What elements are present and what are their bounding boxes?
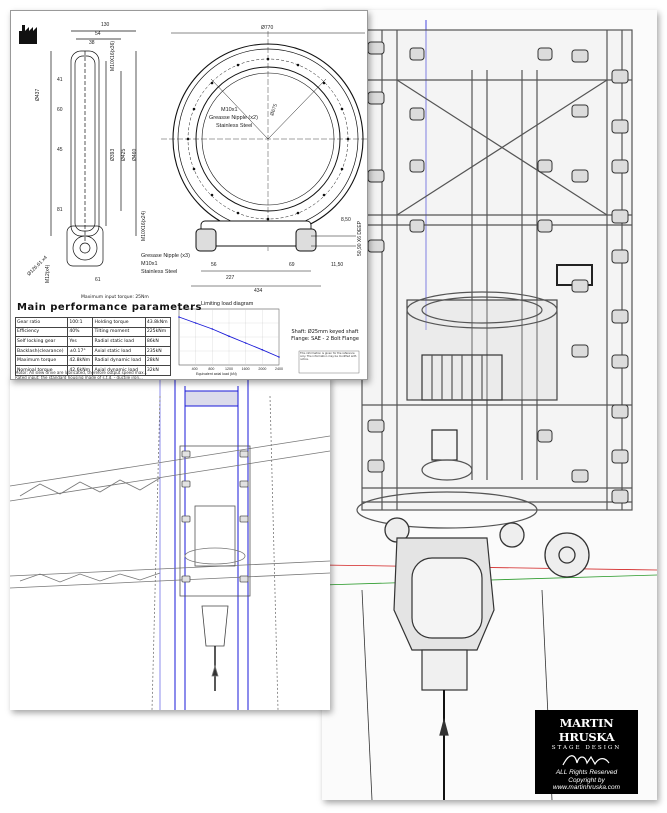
dim-left-4: 81 [57,207,63,213]
dim-left-0: Ø437 [35,89,41,101]
dim-mid-2: Ø425 [121,149,127,161]
chart-point [178,316,180,318]
dim-bottom-1: M12(x4) [45,264,51,283]
dim-bottom-6: 434 [254,288,263,294]
dim-bottom-8: 8,50 [341,217,351,223]
dim-bottom-4: 227 [226,275,235,281]
table-row: Backlash(clearance)±0.17°Axial static lo… [14,345,172,357]
truss-3d-render [10,376,330,710]
dim-left-2: 60 [57,107,63,113]
chart-point [194,322,197,324]
logo-name: MARTIN HRUSKA [558,716,615,744]
table-cell: 42.8kNm [67,355,94,366]
table-cell: Self locking gear [14,336,69,347]
side-note: This information is given for the refere… [300,352,357,362]
chart-tick-label: 800 [208,367,214,371]
dim-bottom-2: 61 [95,277,101,283]
dim-left-3: 45 [57,147,63,153]
table-cell: 40% [67,326,94,338]
chart-xlabel: Equivalent axial load (kN) [196,372,237,376]
table-cell: 28kN [144,355,172,366]
table-cell: 235kN [144,345,172,357]
limiting-load-chart: Limiting load diagram Equivalent axial l… [178,301,283,376]
table-cell: 225kNm [144,326,172,338]
dim-bottom-3: 56 [211,262,217,268]
table-cell: Radial static load [92,336,146,347]
table-cell: 43.8kNm [144,317,172,328]
studio-logo: MARTIN HRUSKA STAGE DESIGN ALL Rights Re… [535,710,638,794]
dim-bottom-9: 50,90 X6 DEEP [357,220,363,256]
logo-rights: ALL Rights Reserved [555,769,618,776]
outer-diameter: Ø770 [261,25,273,31]
bottom-callout-0: Gresase Nipple (x3) [141,253,190,259]
factory-icon [19,25,37,44]
dim-bottom-7: 11,50 [331,262,343,268]
center-callout-2: Stainless Steel [216,123,252,129]
chart-point [261,349,264,351]
center-callout-1: Greasse Nipple (x2) [209,115,258,121]
truss-tower-render [10,376,330,710]
table-cell: Gear ratio [14,317,69,328]
dim-bottom-5: 69 [289,262,295,268]
table-cell: Axial dynamic load [92,364,146,376]
dim-top-2: 38 [89,40,95,46]
table-cell: 100:1 [67,317,94,328]
technical-drawing-sheet: 130 54 38 Ø437 41 60 45 81 M10X16(x36) Ø… [10,10,368,380]
logo-copyright: Copyright by [568,776,605,784]
table-cell: Yes [67,336,94,347]
drawing-canvas: 130 54 38 Ø437 41 60 45 81 M10X16(x36) Ø… [19,22,367,376]
table-cell: Maximum torque [14,355,69,366]
chart-point [244,342,247,344]
footnote-1: Rated input: the standard housing made o… [15,375,143,380]
dim-mid-1: Ø393 [110,149,116,161]
shaft-note-0: Shaft: Ø25mm keyed shaft [291,329,359,335]
chart-tick-label: 2400 [275,367,283,371]
table-cell: Radial dynamic load [92,355,146,366]
table-cell: 32kN [144,364,172,376]
dim-top-1: 54 [95,31,101,37]
pcd-label: Ø675 [269,103,279,117]
bottom-callout-1: M10x1 [141,261,158,267]
logo-url: www.martinhruska.com [552,784,621,791]
table-cell: Tilting moment [92,326,146,338]
dim-mid-3: Ø460 [132,149,138,161]
table-cell: ±0.17° [67,345,94,357]
shaft-note-1: Flange: SAE - 2 Bolt Flange [291,336,359,342]
dim-mid-4: M10X16(x24) [141,211,147,241]
footnote-0: Motor: All slew drive are lubricated, th… [15,370,148,375]
chart-tick-label: 400 [192,367,198,371]
table-cell: Nominal torque [14,364,69,376]
chart-tick-label: 2000 [258,367,266,371]
bolt-holes [186,57,350,221]
bottom-callout-2: Stainless Steel [141,269,177,275]
table-cell: Efficiency [14,326,69,338]
chart-tick-label: 1600 [242,367,250,371]
chart-point [211,328,214,330]
table-cell: Holding torque [92,317,146,328]
table-cell: Axial static load [92,345,146,357]
logo-subtitle: STAGE DESIGN [551,745,622,751]
chart-title: Limiting load diagram [201,301,254,307]
center-callout-0: M10x1 [221,107,238,113]
dim-mid-0: M10X16(x36) [110,41,116,71]
signature-mark [535,751,638,769]
chart-point [278,356,280,358]
table-cell: 86kN [144,336,172,347]
winch-assembly-render [322,20,657,800]
dim-top-0: 130 [101,22,110,28]
main-3d-render [322,10,657,800]
dim-left-1: 41 [57,77,63,83]
chart-point [228,335,230,338]
input-torque-note: Maximum input torque: 25Nm [81,295,149,300]
table-cell: Backlash(clearance) [14,345,69,357]
chart-tick-label: 1200 [225,367,233,371]
shaft-note: Shaft: Ø25mm keyed shaft Flange: SAE - 2… [285,329,365,343]
performance-table-title: Main performance parameters [17,302,202,313]
